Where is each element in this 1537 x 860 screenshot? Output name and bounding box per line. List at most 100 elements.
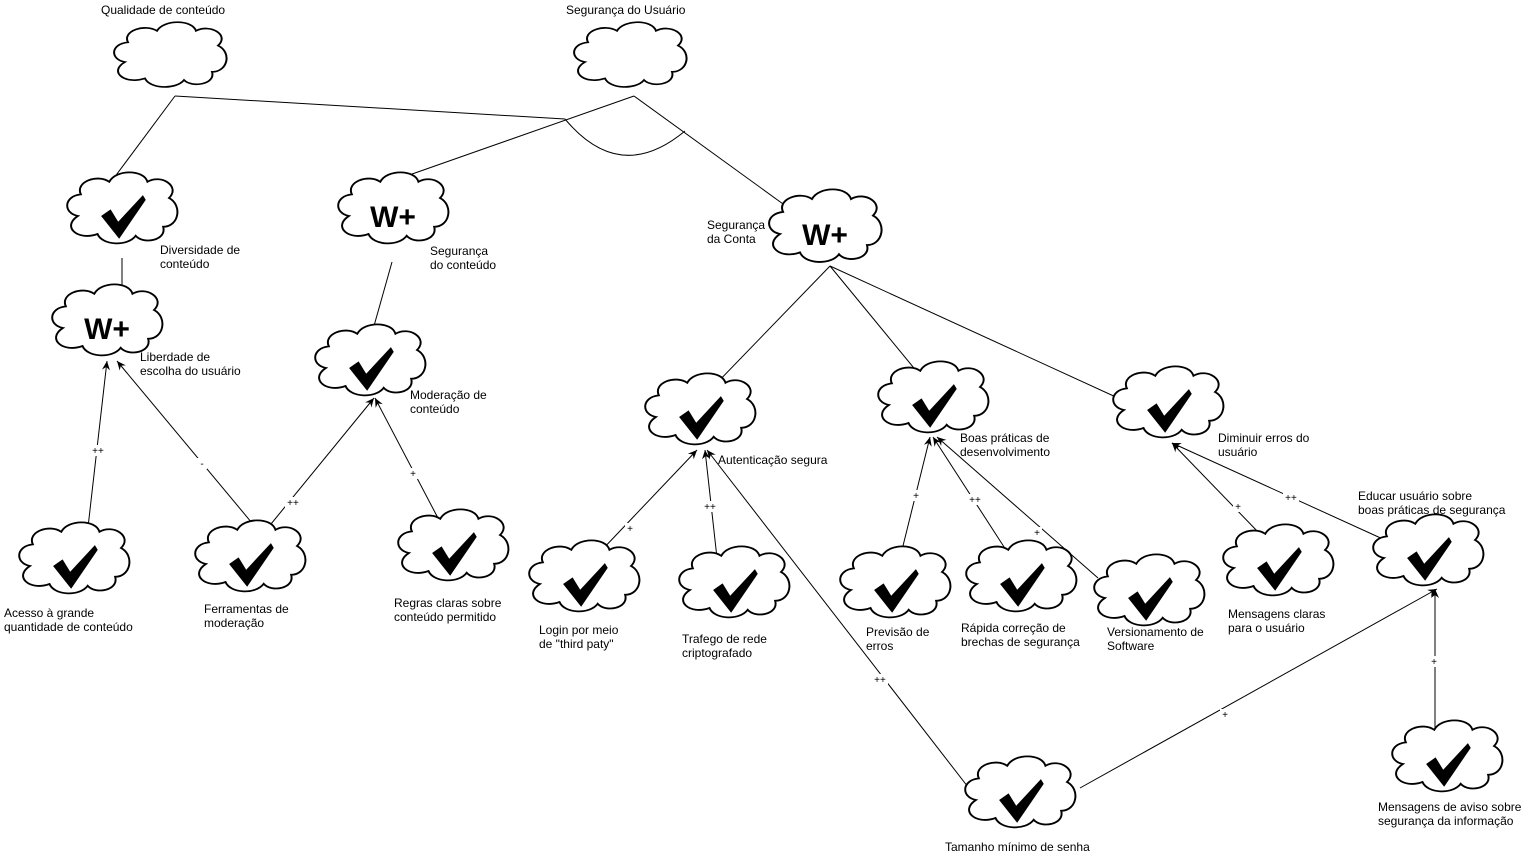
- label-autenticacao: Autenticação segura: [718, 453, 828, 467]
- label-moderacao: Moderação de conteúdo: [410, 388, 490, 416]
- arrowhead-icon: [702, 450, 710, 460]
- w-plus-label: W+: [802, 219, 848, 252]
- label-rapida: Rápida correção de brechas de segurança: [961, 621, 1080, 649]
- contribution-type-label: ++: [1285, 493, 1297, 504]
- contribution-ferramentas-to-liberdade: -: [116, 360, 263, 536]
- contribution-tamanho_senha-to-autenticacao: ++: [706, 449, 969, 788]
- contribution-type-label: ++: [874, 675, 886, 686]
- contribution-line: [1171, 442, 1261, 535]
- edge-seguranca-conteudo-moderacao: [371, 261, 393, 334]
- contribution-previsao-to-boas_praticas: +: [899, 436, 932, 559]
- contribution-type-label: ++: [969, 495, 981, 506]
- softgoal-seguranca-do-conteudo: W+: [337, 171, 450, 245]
- contribution-line: [706, 449, 969, 788]
- label-seguranca-conteudo: Segurança do conteúdo: [430, 244, 496, 272]
- softgoal-seguranca-da-conta: W+: [768, 188, 883, 263]
- softgoal-educar-usuario: [1372, 513, 1485, 587]
- contribution-trafego-to-autenticacao: ++: [702, 449, 718, 559]
- label-boas-praticas: Boas práticas de desenvolvimento: [960, 431, 1053, 459]
- contribution-line: [1079, 588, 1438, 789]
- contribution-type-label: +: [1222, 710, 1228, 721]
- arrowhead-icon: [707, 450, 716, 460]
- softgoal-mensagens-de-aviso: [1391, 719, 1504, 793]
- contribution-label-background: [1032, 527, 1042, 538]
- softgoal-versionamento: [1093, 553, 1206, 627]
- edge-qualidade-diversidade: [107, 95, 176, 187]
- edge-seguranca-conta-diminuir-erros: [829, 265, 1119, 399]
- edge-qualidade-seguranca-conteudo: [174, 95, 566, 120]
- contribution-type-label: -: [200, 459, 203, 470]
- label-trafego: Trafego de rede criptografado: [682, 632, 770, 660]
- contribution-label-background: [911, 490, 921, 501]
- arrowhead-icon: [1172, 443, 1182, 451]
- label-seguranca-conta: Segurança da Conta: [707, 218, 768, 246]
- contribution-type-label: +: [1235, 502, 1241, 513]
- contribution-type-label: +: [1431, 657, 1437, 668]
- contribution-label-background: [90, 445, 106, 456]
- label-seguranca-do-usuario: Segurança do Usuário: [566, 3, 686, 17]
- contribution-type-label: +: [913, 491, 919, 502]
- contribution-ferramentas-to-moderacao: ++: [261, 397, 375, 536]
- softgoal-diversidade-de-conteudo: [66, 171, 179, 245]
- edge-seguranca-usuario-seguranca-conta: [633, 95, 791, 210]
- contribution-type-label: +: [410, 469, 416, 480]
- contribution-line: [116, 360, 263, 536]
- contribution-line: [932, 436, 1007, 551]
- arrowhead-icon: [365, 398, 374, 408]
- softgoal-moderacao-de-conteudo: [314, 323, 427, 397]
- softgoal-login-third-party: [528, 539, 641, 613]
- contribution-label-background: [285, 497, 301, 508]
- softgoal-regras-claras: [397, 508, 510, 582]
- arrowhead-icon: [923, 437, 932, 447]
- contribution-educar-to-diminuir_erros: ++: [1171, 442, 1386, 541]
- label-previsao: Previsão de erros: [866, 625, 933, 653]
- softgoal-tamanho-minimo-senha: [964, 755, 1077, 829]
- label-diminuir-erros: Diminuir erros do usuário: [1218, 431, 1313, 459]
- and-arc: [564, 118, 686, 156]
- contribution-label-background: [872, 674, 888, 685]
- softgoal-autenticacao-segura: [644, 372, 757, 446]
- label-liberdade: Liberdade de escolha do usuário: [140, 350, 241, 378]
- contribution-label-background: [1283, 492, 1299, 503]
- contribution-line: [261, 397, 375, 536]
- label-diversidade: Diversidade de conteúdo: [160, 243, 243, 271]
- contribution-type-label: ++: [704, 502, 716, 513]
- contribution-acesso-to-liberdade: ++: [86, 360, 110, 537]
- contribution-type-label: +: [627, 524, 633, 535]
- softgoal-diminuir-erros: [1112, 365, 1225, 439]
- arrowhead-icon: [933, 437, 942, 447]
- label-versionamento: Versionamento de Software: [1107, 625, 1207, 653]
- label-qualidade-de-conteudo: Qualidade de conteúdo: [101, 3, 225, 17]
- label-regras: Regras claras sobre conteúdo permitido: [394, 596, 505, 624]
- contribution-label-background: [702, 501, 718, 512]
- arrowhead-icon: [102, 361, 110, 371]
- contribution-label-background: [1220, 709, 1230, 720]
- contribution-line: [1171, 442, 1386, 541]
- softgoal-trafego-criptografado: [678, 545, 791, 619]
- contribution-rapida-to-boas_praticas: ++: [932, 436, 1007, 551]
- softgoal-boas-praticas: [877, 360, 990, 434]
- label-acesso: Acesso à grande quantidade de conteúdo: [4, 606, 133, 634]
- contribution-type-label: ++: [92, 446, 104, 457]
- contribution-label-background: [197, 458, 207, 469]
- contribution-line: [599, 449, 698, 553]
- arrowhead-icon: [687, 450, 697, 460]
- label-ferramentas: Ferramentas de moderação: [204, 602, 292, 630]
- softgoal-mensagens-claras: [1222, 523, 1335, 597]
- contribution-regras-to-moderacao: +: [374, 397, 440, 521]
- contribution-label-background: [1233, 501, 1243, 512]
- arrowhead-icon: [937, 437, 947, 446]
- softgoal-acesso-a-grande-quantidade: [18, 521, 131, 595]
- contribution-type-label: ++: [287, 498, 299, 509]
- label-educar: Educar usuário sobre boas práticas de se…: [1358, 489, 1506, 517]
- arrowhead-icon: [1431, 589, 1439, 598]
- arrowhead-icon: [375, 398, 383, 408]
- edge-seguranca-usuario-seguranca-conteudo: [377, 95, 635, 187]
- contribution-label-background: [625, 523, 635, 534]
- softgoal-ferramentas-de-moderacao: [194, 519, 307, 593]
- contribution-line: [374, 397, 440, 521]
- contribution-login-to-autenticacao: +: [599, 449, 698, 553]
- contribution-label-background: [408, 468, 418, 479]
- label-mensagens-claras: Mensagens claras para o usuário: [1228, 607, 1329, 635]
- softgoal-previsao-de-erros: [839, 545, 952, 619]
